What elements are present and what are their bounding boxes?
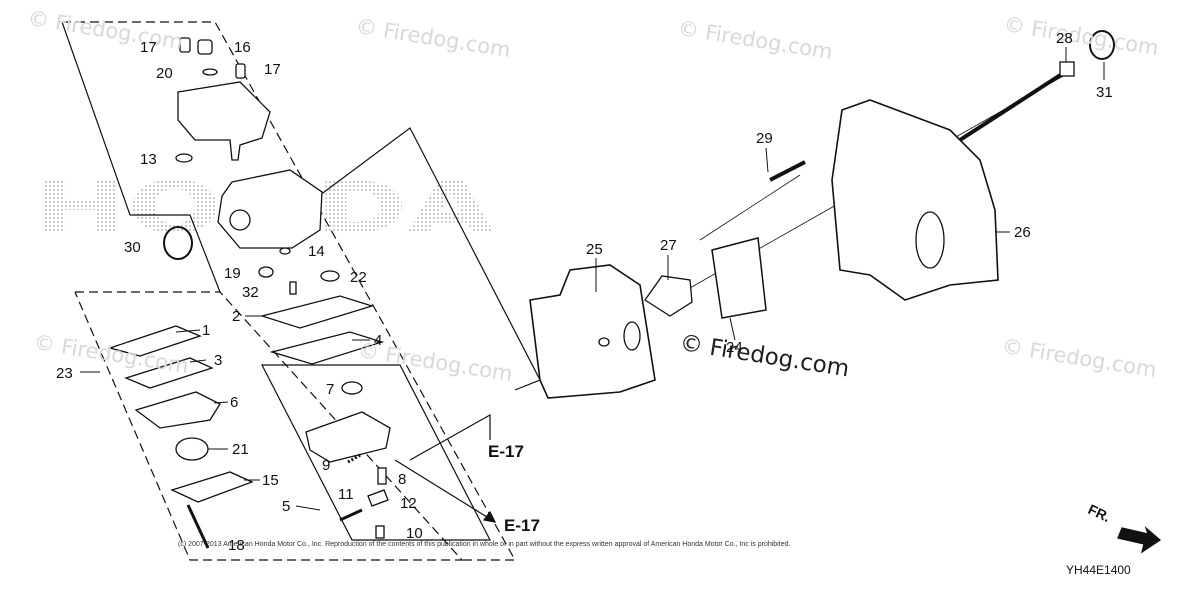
reference-e17-upper[interactable]: E-17 (488, 442, 524, 461)
callout-3: 3 (214, 352, 223, 369)
callout-21: 21 (232, 441, 249, 458)
leader-1 (175, 329, 201, 333)
leader-6 (213, 401, 229, 404)
screw-17-top (179, 37, 191, 53)
callout-2: 2 (232, 308, 241, 325)
washer-20 (202, 68, 218, 76)
cap-22 (320, 270, 340, 282)
washer-31 (1089, 30, 1115, 60)
screw-10 (375, 525, 385, 539)
needle-8 (377, 467, 387, 485)
callout-24: 24 (726, 339, 743, 356)
callout-29: 29 (756, 130, 773, 147)
spring-9 (347, 452, 363, 464)
group-23-boundary (74, 291, 464, 561)
gasket-2 (259, 295, 375, 329)
o-ring-30 (163, 226, 193, 260)
bolt-28 (958, 68, 1070, 142)
cap-19 (258, 266, 274, 278)
callout-18: 18 (228, 537, 245, 554)
lever-12 (367, 489, 389, 507)
callout-7: 7 (326, 381, 335, 398)
callout-23: 23 (56, 365, 73, 382)
callout-26: 26 (1014, 224, 1031, 241)
group-5-boundary (261, 364, 491, 541)
leader-24 (729, 317, 736, 341)
panel-leader-frame (299, 127, 541, 391)
fitting-16 (197, 39, 213, 55)
diagram-code: YH44E1400 (1066, 563, 1131, 577)
plate-15 (170, 471, 254, 503)
carb-port (229, 209, 251, 231)
carburetor-group-boundary (62, 21, 517, 561)
bracket-27 (644, 275, 693, 317)
callout-1: 1 (202, 322, 211, 339)
callout-15: 15 (262, 472, 279, 489)
callout-19: 19 (224, 265, 241, 282)
throttle-body (177, 81, 271, 161)
callout-14: 14 (308, 243, 325, 260)
upper-assembly-frame (61, 21, 221, 293)
insulator-plate-25 (529, 264, 656, 399)
callout-17: 17 (140, 39, 157, 56)
callout-17: 17 (264, 61, 281, 78)
callout-22: 22 (350, 269, 367, 286)
plate-hole-2 (623, 321, 641, 351)
bolt-28-head (1059, 61, 1075, 77)
callout-25: 25 (586, 241, 603, 258)
case-port (915, 211, 945, 269)
callout-13: 13 (140, 151, 157, 168)
cup-21 (175, 437, 209, 461)
leader-5 (295, 505, 321, 511)
callout-32: 32 (242, 284, 259, 301)
carburetor-body (217, 169, 323, 249)
plate-hole (598, 337, 610, 347)
metering-body (305, 411, 391, 463)
reference-e17-lower[interactable]: E-17 (504, 516, 540, 535)
callout-9: 9 (322, 457, 331, 474)
callout-5: 5 (282, 498, 291, 515)
jet-32 (289, 281, 297, 295)
callout-16: 16 (234, 39, 251, 56)
bolt-29 (769, 160, 806, 182)
callout-12: 12 (400, 495, 417, 512)
bolt-leader-line-2 (699, 174, 801, 241)
small-clip-13 (175, 153, 193, 163)
gasket-24 (711, 237, 767, 319)
callout-20: 20 (156, 65, 173, 82)
callout-6: 6 (230, 394, 239, 411)
copyright-notice: (c) 2007-2013 American Honda Motor Co., … (178, 541, 791, 548)
callout-30: 30 (124, 239, 141, 256)
callout-28: 28 (1056, 30, 1073, 47)
callout-4: 4 (374, 332, 383, 349)
callout-10: 10 (406, 525, 423, 542)
screw-17-right (235, 63, 246, 79)
e17-upper-leader (409, 413, 491, 461)
diaphragm-3 (124, 357, 214, 389)
plug-7 (341, 381, 363, 395)
e17-lower-arrowhead (482, 510, 497, 523)
washer-14 (279, 247, 291, 255)
screw-18 (186, 504, 210, 549)
diaphragm-cover-1 (107, 325, 202, 357)
cover-6 (134, 391, 221, 429)
front-direction-arrow (1117, 525, 1162, 554)
e17-lower-leader (394, 459, 496, 523)
leader-29 (765, 147, 769, 173)
leader-3 (189, 359, 207, 363)
air-cleaner-case-26 (831, 99, 999, 301)
callout-11: 11 (338, 486, 354, 503)
callout-8: 8 (398, 471, 407, 488)
callout-31: 31 (1096, 84, 1113, 101)
pin-11 (339, 508, 363, 522)
callout-27: 27 (660, 237, 677, 254)
